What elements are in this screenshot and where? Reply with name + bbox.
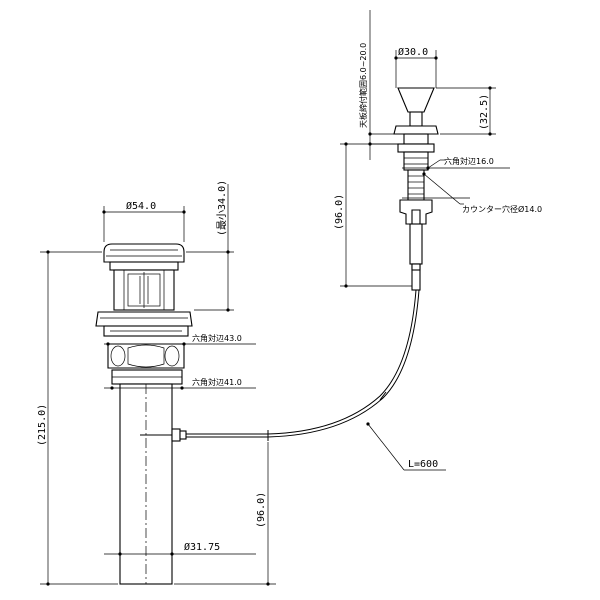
hex-nut-43 bbox=[107, 343, 185, 369]
label-hex-41: 六角対辺41.0 bbox=[192, 377, 242, 387]
label-32-5: (32.5) bbox=[479, 94, 490, 130]
label-cable-length: L=600 bbox=[408, 459, 438, 470]
counter-washer bbox=[397, 143, 435, 153]
threaded-shank bbox=[407, 169, 425, 201]
label-96-bottom: (96.0) bbox=[256, 492, 267, 528]
label-hex-16: 六角対辺16.0 bbox=[444, 156, 494, 166]
label-96-top: (96.0) bbox=[334, 194, 345, 230]
label-dia-31: Ø31.75 bbox=[184, 541, 220, 553]
label-dia-54: Ø54.0 bbox=[126, 200, 156, 212]
control-cable bbox=[186, 289, 420, 441]
knob-assembly bbox=[393, 87, 439, 291]
label-hex-43: 六角対辺43.0 bbox=[192, 333, 242, 343]
cable-tube bbox=[409, 223, 423, 265]
label-215: (215.0) bbox=[37, 404, 48, 446]
drain-cap bbox=[103, 243, 185, 263]
drain-assembly bbox=[95, 243, 193, 585]
label-counter: 天板締付範囲6.0~20.0 bbox=[358, 43, 368, 128]
label-dia-30: Ø30.0 bbox=[398, 46, 428, 58]
control-knob bbox=[397, 87, 435, 113]
knob-escutcheon bbox=[393, 125, 439, 135]
hex-nut-16 bbox=[403, 151, 429, 171]
drain-flange bbox=[95, 311, 193, 327]
left-dimensions: Ø54.0 (最小34.0) 六角対辺43.0 六角対辺41.0 (215.0)… bbox=[37, 180, 446, 586]
cap-neck bbox=[109, 261, 179, 271]
right-dimensions: Ø30.0 (32.5) 天板締付範囲6.0~20.0 六角対辺16.0 カウン… bbox=[334, 10, 542, 288]
label-counter-hole: カウンター穴径Ø14.0 bbox=[462, 204, 542, 214]
label-min-34: (最小34.0) bbox=[216, 180, 228, 236]
cable-connector bbox=[171, 428, 181, 442]
clip-bracket bbox=[399, 199, 433, 225]
